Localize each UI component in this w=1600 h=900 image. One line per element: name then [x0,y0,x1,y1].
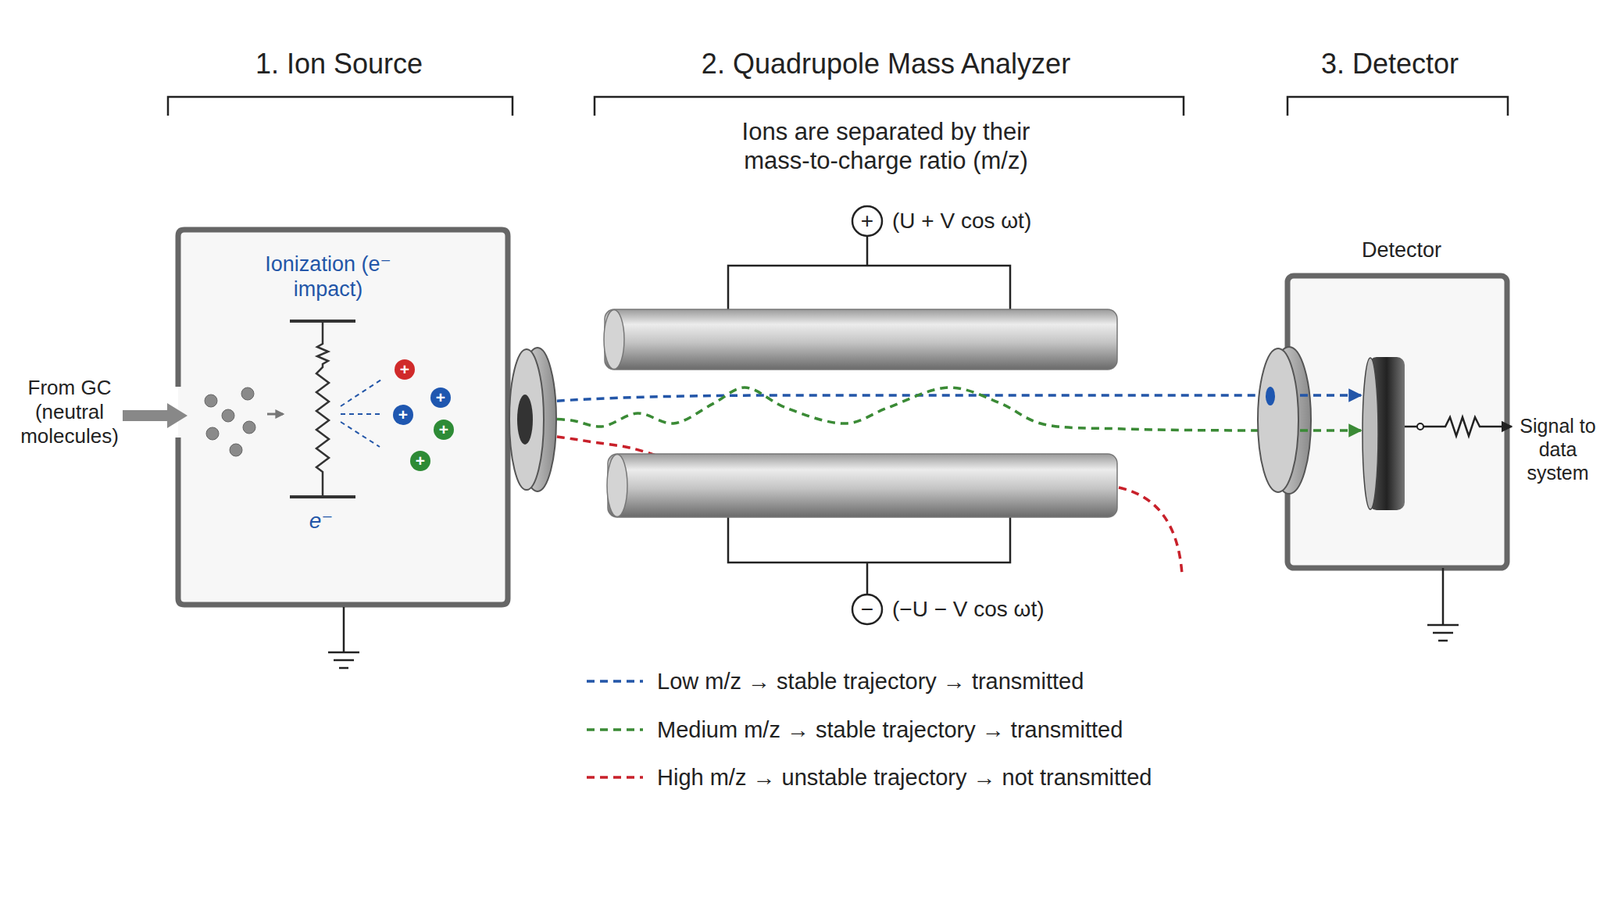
terminal-sign: + [860,207,874,235]
neutral-molecule [206,427,219,440]
exit-lens-face [1257,348,1299,493]
ground-symbol [1427,567,1459,641]
detector-plate-face [1362,357,1379,510]
neutral-molecule [229,443,243,457]
high-mz-trajectory [1118,487,1183,575]
legend-line [586,728,643,732]
legend-sample [586,773,643,782]
low-mz-trajectory [530,395,1297,404]
section-heading: 3. Detector [1321,46,1459,81]
rf-dc-wire [728,235,1011,313]
signal-label: Signal to data system [1518,414,1597,485]
terminal-negative [852,594,883,625]
quadrupole-rod [604,309,1118,370]
medium-mz-trajectory [530,387,1265,431]
section-bracket [594,96,1184,116]
ion-charge: + [415,450,425,471]
exit-aperture [1265,386,1275,406]
voltage-label: (U + V cos ωt) [892,207,1032,235]
terminal-sign: − [860,596,874,623]
filament-plate [289,321,356,497]
neutral-molecule [241,387,254,400]
inlet-label: From GC (neutral molecules) [10,375,129,450]
neutral-molecule [204,394,218,408]
entrance-lens-face [509,349,544,490]
flow-arrow [267,413,283,416]
rf-dc-wire [728,515,1011,595]
ion [430,387,451,408]
ion-source-box: Ionization (e⁻ impact) e⁻ [178,229,508,605]
ion-charge: + [400,359,410,379]
entrance-aperture [517,394,533,445]
ion-charge: + [435,387,446,408]
source-housing [178,229,508,605]
medium-mz-trajectory [1300,428,1361,433]
aperture-gap [527,403,547,434]
ionization-label: Ionization (e⁻ impact) [242,251,415,303]
quadrupole-rod [607,453,1118,518]
section-bracket [167,96,513,116]
legend-text: Medium m/z → stable trajectory → transmi… [657,717,1123,743]
rod-end [603,310,625,370]
legend-row: Low m/z → stable trajectory → transmitte… [586,667,1084,696]
legend-line [586,679,643,683]
ion [433,419,454,440]
legend-sample [586,725,643,734]
neutral-molecule [242,421,256,434]
legend-line [586,775,643,779]
legend-text: Low m/z → stable trajectory → transmitte… [657,668,1084,695]
legend-sample [586,677,643,686]
detector-label: Detector [1361,237,1442,263]
ion [394,359,415,380]
section-bracket [1287,96,1508,116]
inlet-arrow [122,410,174,422]
legend-row: Medium m/z → stable trajectory → transmi… [586,715,1123,744]
neutral-molecule [221,409,235,422]
detector-box: Detector [1287,234,1508,568]
ion [392,404,414,425]
terminal-positive [852,206,883,236]
inlet-arrow-head [167,403,188,429]
low-mz-trajectory [1300,393,1361,397]
signal-node [1417,423,1424,430]
ion [410,450,431,472]
section-heading: 1. Ion Source [255,46,423,81]
ion-charge: + [398,404,408,425]
ion-charge: + [439,419,449,440]
electron-label: e⁻ [309,507,333,535]
signal-wire-resistor [1404,417,1512,436]
section-heading: 2. Quadrupole Mass Analyzer [701,46,1071,81]
ground-symbol [328,607,360,668]
legend-text: High m/z → unstable trajectory → not tra… [657,764,1152,791]
rod-end [607,454,628,518]
legend-row: High m/z → unstable trajectory → not tra… [586,763,1152,792]
analyzer-note: Ions are separated by their mass-to-char… [714,117,1058,175]
filament-coil [316,321,329,497]
electron-beam [340,379,383,447]
voltage-label: (−U − V cos ωt) [892,596,1045,623]
